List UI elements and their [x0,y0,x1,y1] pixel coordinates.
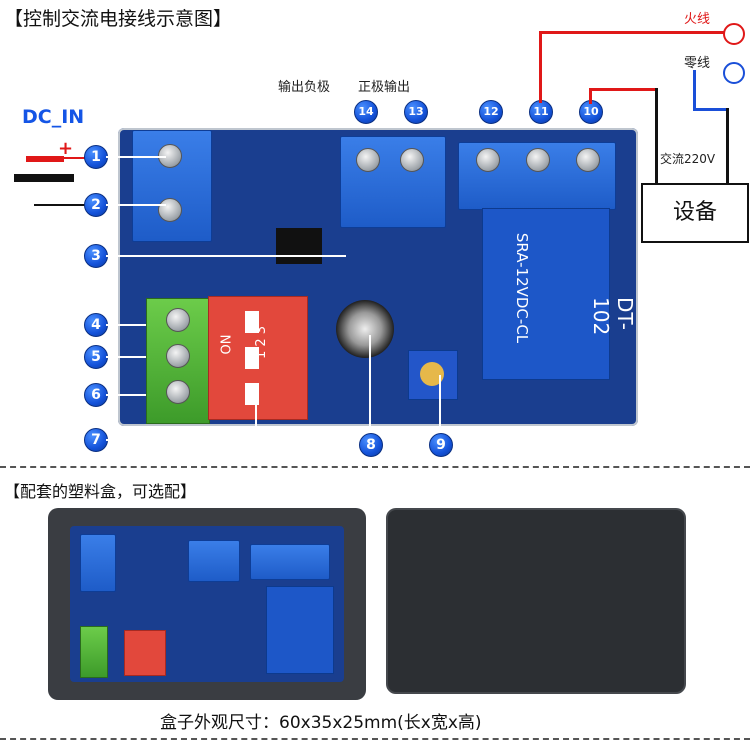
screw-icon [356,148,380,172]
ac-220v-label: 交流220V [660,152,716,166]
badge-6: 6 [84,383,108,407]
bottom-divider [0,738,750,740]
plug-live-icon [723,23,745,45]
section-divider [0,466,750,468]
badge-12: 12 [479,100,503,124]
plastic-case-lid [386,508,686,694]
equipment-box: 设备 [641,183,749,243]
screw-icon [166,308,190,332]
badge-7: 7 [84,428,108,452]
screw-icon [166,344,190,368]
plus-sign: + [58,138,74,159]
badge-11: 11 [529,100,553,124]
plug-neutral-icon [723,62,745,84]
screw-icon [400,148,424,172]
badge-2: 2 [84,193,108,217]
badge-8: 8 [359,433,383,457]
dip-switch[interactable]: ON 1 2 3 [208,296,308,420]
badge-9: 9 [429,433,453,457]
dip-on-label: ON [219,334,235,355]
badge-1: 1 [84,145,108,169]
live-wire-label: 火线 [684,12,711,27]
diagram-title: 【控制交流电接线示意图】 [4,8,233,30]
screw-icon [158,198,182,222]
board-model: DT-102 [589,297,637,336]
screw-icon [526,148,550,172]
output-terminal [340,136,446,228]
badge-14: 14 [354,100,378,124]
screw-icon [576,148,600,172]
badge-4: 4 [84,313,108,337]
badge-10: 10 [579,100,603,124]
output-negative-label: 输出负极 [278,80,331,95]
battery-symbol: + [10,138,74,196]
screw-icon [476,148,500,172]
mini-board [70,526,344,682]
screw-icon [166,380,190,404]
badge-13: 13 [404,100,428,124]
output-positive-label: 正极输出 [358,80,411,95]
plastic-case-open [48,508,366,700]
relay-model: SRA-12VDC-CL [513,232,532,344]
box-section-title: 【配套的塑料盒，可选配】 [4,482,197,501]
neutral-wire-label: 零线 [684,56,711,71]
ic-chip [276,228,322,264]
badge-5: 5 [84,345,108,369]
box-dimensions: 盒子外观尺寸：60x35x25mm(长x宽x高) [160,713,482,733]
capacitor [336,300,394,358]
dc-in-label: DC_IN [22,106,85,128]
relay-module-board: ON 1 2 3 SRA-12VDC-CL DT-102 [118,128,638,426]
relay: SRA-12VDC-CL [482,208,610,380]
badge-3: 3 [84,244,108,268]
